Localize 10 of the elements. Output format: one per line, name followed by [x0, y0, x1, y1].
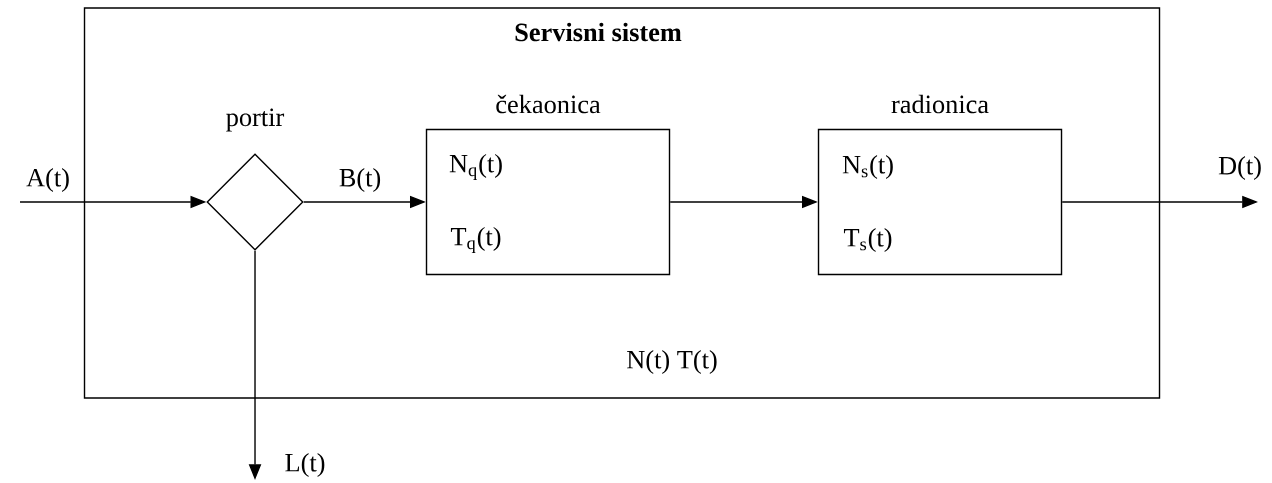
process-box: čekaonica N$_{q}$(t) T$_{q}$(t)	[425, 94, 671, 276]
diagram-title: Servisni sistem	[515, 22, 682, 42]
edge-label: D(t)	[1216, 154, 1264, 182]
edge-label: L(t)	[282, 451, 328, 479]
edge-label: A(t)	[24, 166, 72, 194]
node-label: radionica	[891, 94, 989, 114]
process-box: radionica N$_{s}$(t) T$_{s}$(t)	[817, 94, 1063, 276]
node-label: portir	[226, 108, 285, 132]
node-label: čekaonica	[496, 94, 601, 114]
edge-label: B(t)	[337, 166, 383, 194]
